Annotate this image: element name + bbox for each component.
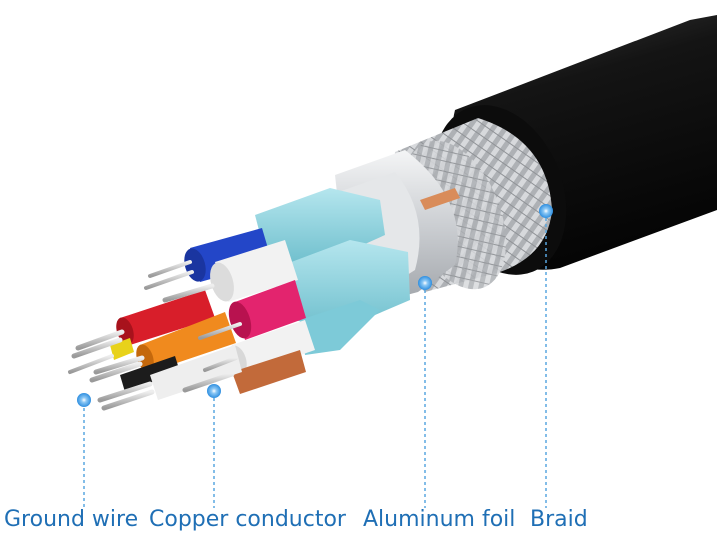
conductor-strands	[68, 260, 242, 411]
label-braid: Braid	[530, 507, 588, 532]
label-copper-conductor: Copper conductor	[149, 507, 346, 532]
separator-tape	[255, 188, 410, 355]
marker-aluminum-foil	[418, 276, 432, 290]
label-ground-wire: Ground wire	[4, 507, 139, 532]
marker-copper-conductor	[207, 384, 221, 398]
marker-dots	[77, 204, 553, 407]
label-aluminum-foil: Aluminum foil	[363, 507, 516, 532]
leader-lines	[83, 212, 547, 508]
marker-braid	[539, 204, 553, 218]
marker-ground-wire	[77, 393, 91, 407]
insulated-wires	[110, 228, 315, 400]
